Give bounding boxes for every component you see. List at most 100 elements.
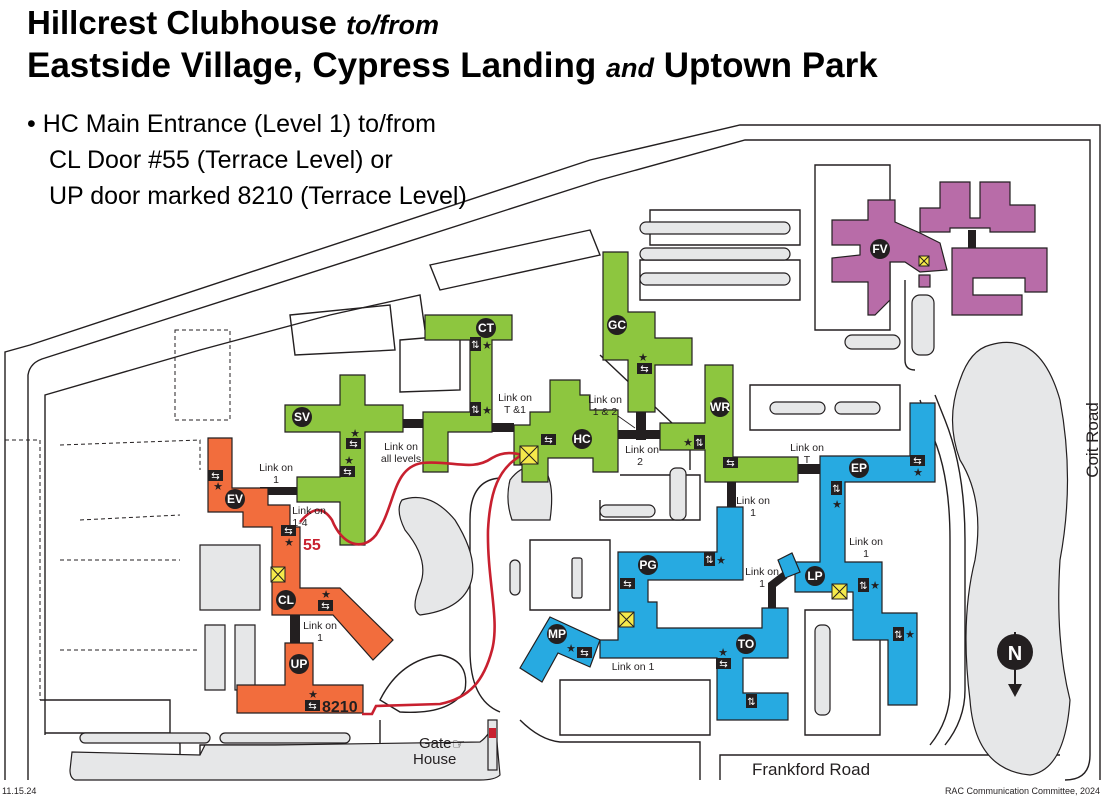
svg-text:UP: UP: [291, 657, 308, 671]
svg-text:★: ★: [905, 628, 915, 641]
svg-text:Link on: Link on: [745, 566, 779, 578]
building-ev-cl: [207, 437, 394, 661]
svg-text:★: ★: [683, 436, 693, 449]
svg-text:⇆: ⇆: [343, 467, 351, 478]
svg-text:⇆: ⇆: [349, 439, 357, 450]
purple-buildings: [831, 181, 1048, 316]
svg-text:Link on: Link on: [736, 495, 770, 507]
green-buildings: [284, 251, 799, 546]
elevator-icon: ⇆: [723, 457, 738, 469]
svg-text:★: ★: [482, 404, 492, 417]
label-ep: EP: [849, 458, 869, 478]
gate-house-label: Gate: [419, 735, 452, 752]
entrance-icon-cl: [270, 566, 286, 583]
svg-text:FV: FV: [872, 242, 887, 256]
elevator-icon: ⇆: [208, 470, 223, 482]
svg-text:WR: WR: [710, 400, 730, 414]
entrance-icon-pg: [618, 611, 635, 628]
elevator-icon: ⇆: [637, 363, 652, 375]
label-fv: FV: [870, 239, 890, 259]
svg-text:★: ★: [344, 454, 354, 467]
svg-text:★: ★: [308, 688, 318, 701]
stairs-icon: ⇅: [858, 578, 869, 592]
road-label-coit: Coit Road: [1083, 402, 1102, 478]
walking-route: [299, 451, 523, 716]
elevator-icon: ⇆: [620, 578, 635, 590]
entrance-icon-hc: [519, 445, 539, 465]
stairs-icon: ⇅: [746, 694, 757, 708]
svg-text:Link on: Link on: [588, 394, 622, 406]
svg-text:1-4: 1-4: [292, 517, 307, 529]
stairs-icon: ⇅: [704, 552, 715, 566]
svg-text:CL: CL: [278, 593, 294, 607]
stairs-icon: ⇅: [893, 627, 904, 641]
label-hc: HC: [572, 429, 592, 449]
svg-text:⇅: ⇅: [471, 405, 479, 416]
svg-text:⇅: ⇅: [894, 630, 902, 641]
svg-text:⇆: ⇆: [913, 456, 921, 467]
title-destination-last: Uptown Park: [663, 46, 878, 85]
elevator-icon: ⇆: [910, 455, 925, 467]
door-label-cl: 55: [303, 537, 321, 554]
svg-text:1 & 2: 1 & 2: [593, 406, 618, 418]
building-labels: SV CT HC GC WR FV EV CL UP PG MP TO LP E…: [225, 239, 890, 674]
building-wr: [659, 364, 799, 483]
svg-text:CT: CT: [478, 321, 495, 335]
building-fv: [831, 199, 948, 316]
building-mp: [519, 616, 601, 683]
svg-text:★: ★: [482, 339, 492, 352]
star-icons: ★★ ★★ ★★ ★★ ★★ ★★ ★★ ★★ ★: [213, 339, 923, 701]
label-pg: PG: [638, 555, 658, 575]
svg-text:1: 1: [863, 548, 869, 560]
svg-text:★: ★: [832, 498, 842, 511]
direction-line: HC Main Entrance (Level 1) to/from: [42, 110, 436, 138]
elevator-icon: ⇆: [318, 600, 333, 612]
label-lp: LP: [805, 566, 825, 586]
label-ev: EV: [225, 489, 245, 509]
svg-text:⇆: ⇆: [284, 526, 292, 537]
svg-text:⇆: ⇆: [580, 648, 588, 659]
label-wr: WR: [710, 397, 730, 417]
date-stamp: 11.15.24: [2, 786, 36, 796]
title-connector: and: [606, 53, 655, 83]
svg-text:all levels: all levels: [381, 453, 421, 465]
svg-text:⇆: ⇆: [321, 601, 329, 612]
label-ct: CT: [476, 318, 496, 338]
title-destinations: Eastside Village, Cypress Landing: [27, 46, 597, 85]
svg-text:EV: EV: [227, 492, 243, 506]
svg-text:1: 1: [759, 578, 765, 590]
stairs-icon: ⇅: [694, 435, 705, 449]
elevator-icon: ⇆: [281, 525, 296, 537]
svg-text:N: N: [1008, 643, 1022, 665]
svg-text:HC: HC: [573, 432, 591, 446]
svg-text:Link on: Link on: [625, 444, 659, 456]
elevator-stair-icons: ⇆ ⇆ ⇅ ⇅ ⇆ ⇆ ⇅ ⇆ ⇆ ⇆ ⇆ ⇆ ⇆ ⇅ ⇅ ⇆ ⇅ ⇅ ⇆ ⇅ …: [208, 337, 925, 712]
entrance-icon-lp: [831, 583, 848, 600]
label-up: UP: [289, 654, 309, 674]
stairs-icon: ⇅: [470, 402, 481, 416]
svg-text:T: T: [804, 454, 811, 466]
svg-text:⇆: ⇆: [308, 701, 316, 712]
elevator-icon: ⇆: [577, 647, 592, 659]
svg-text:Link on: Link on: [498, 392, 532, 404]
title-origin: Hillcrest Clubhouse: [27, 4, 337, 41]
building-gc: [602, 251, 693, 413]
svg-text:Link on: Link on: [259, 462, 293, 474]
svg-text:★: ★: [284, 536, 294, 549]
elevator-icon: ⇆: [541, 434, 556, 446]
page-title-line1: Hillcrest Clubhouse to/from: [27, 4, 439, 42]
elevator-icon: ⇆: [305, 700, 320, 712]
svg-text:Link on: Link on: [790, 442, 824, 454]
svg-text:⇅: ⇅: [832, 484, 840, 495]
svg-text:GC: GC: [608, 318, 626, 332]
bullet-mark: •: [27, 110, 36, 138]
svg-text:★: ★: [718, 646, 728, 659]
credit-text: RAC Communication Committee, 2024: [945, 786, 1100, 796]
svg-text:⇅: ⇅: [695, 438, 703, 449]
svg-text:⇅: ⇅: [471, 340, 479, 351]
stairs-icon: ⇅: [831, 481, 842, 495]
svg-text:⇆: ⇆: [719, 659, 727, 670]
svg-text:Link on: Link on: [384, 441, 418, 453]
